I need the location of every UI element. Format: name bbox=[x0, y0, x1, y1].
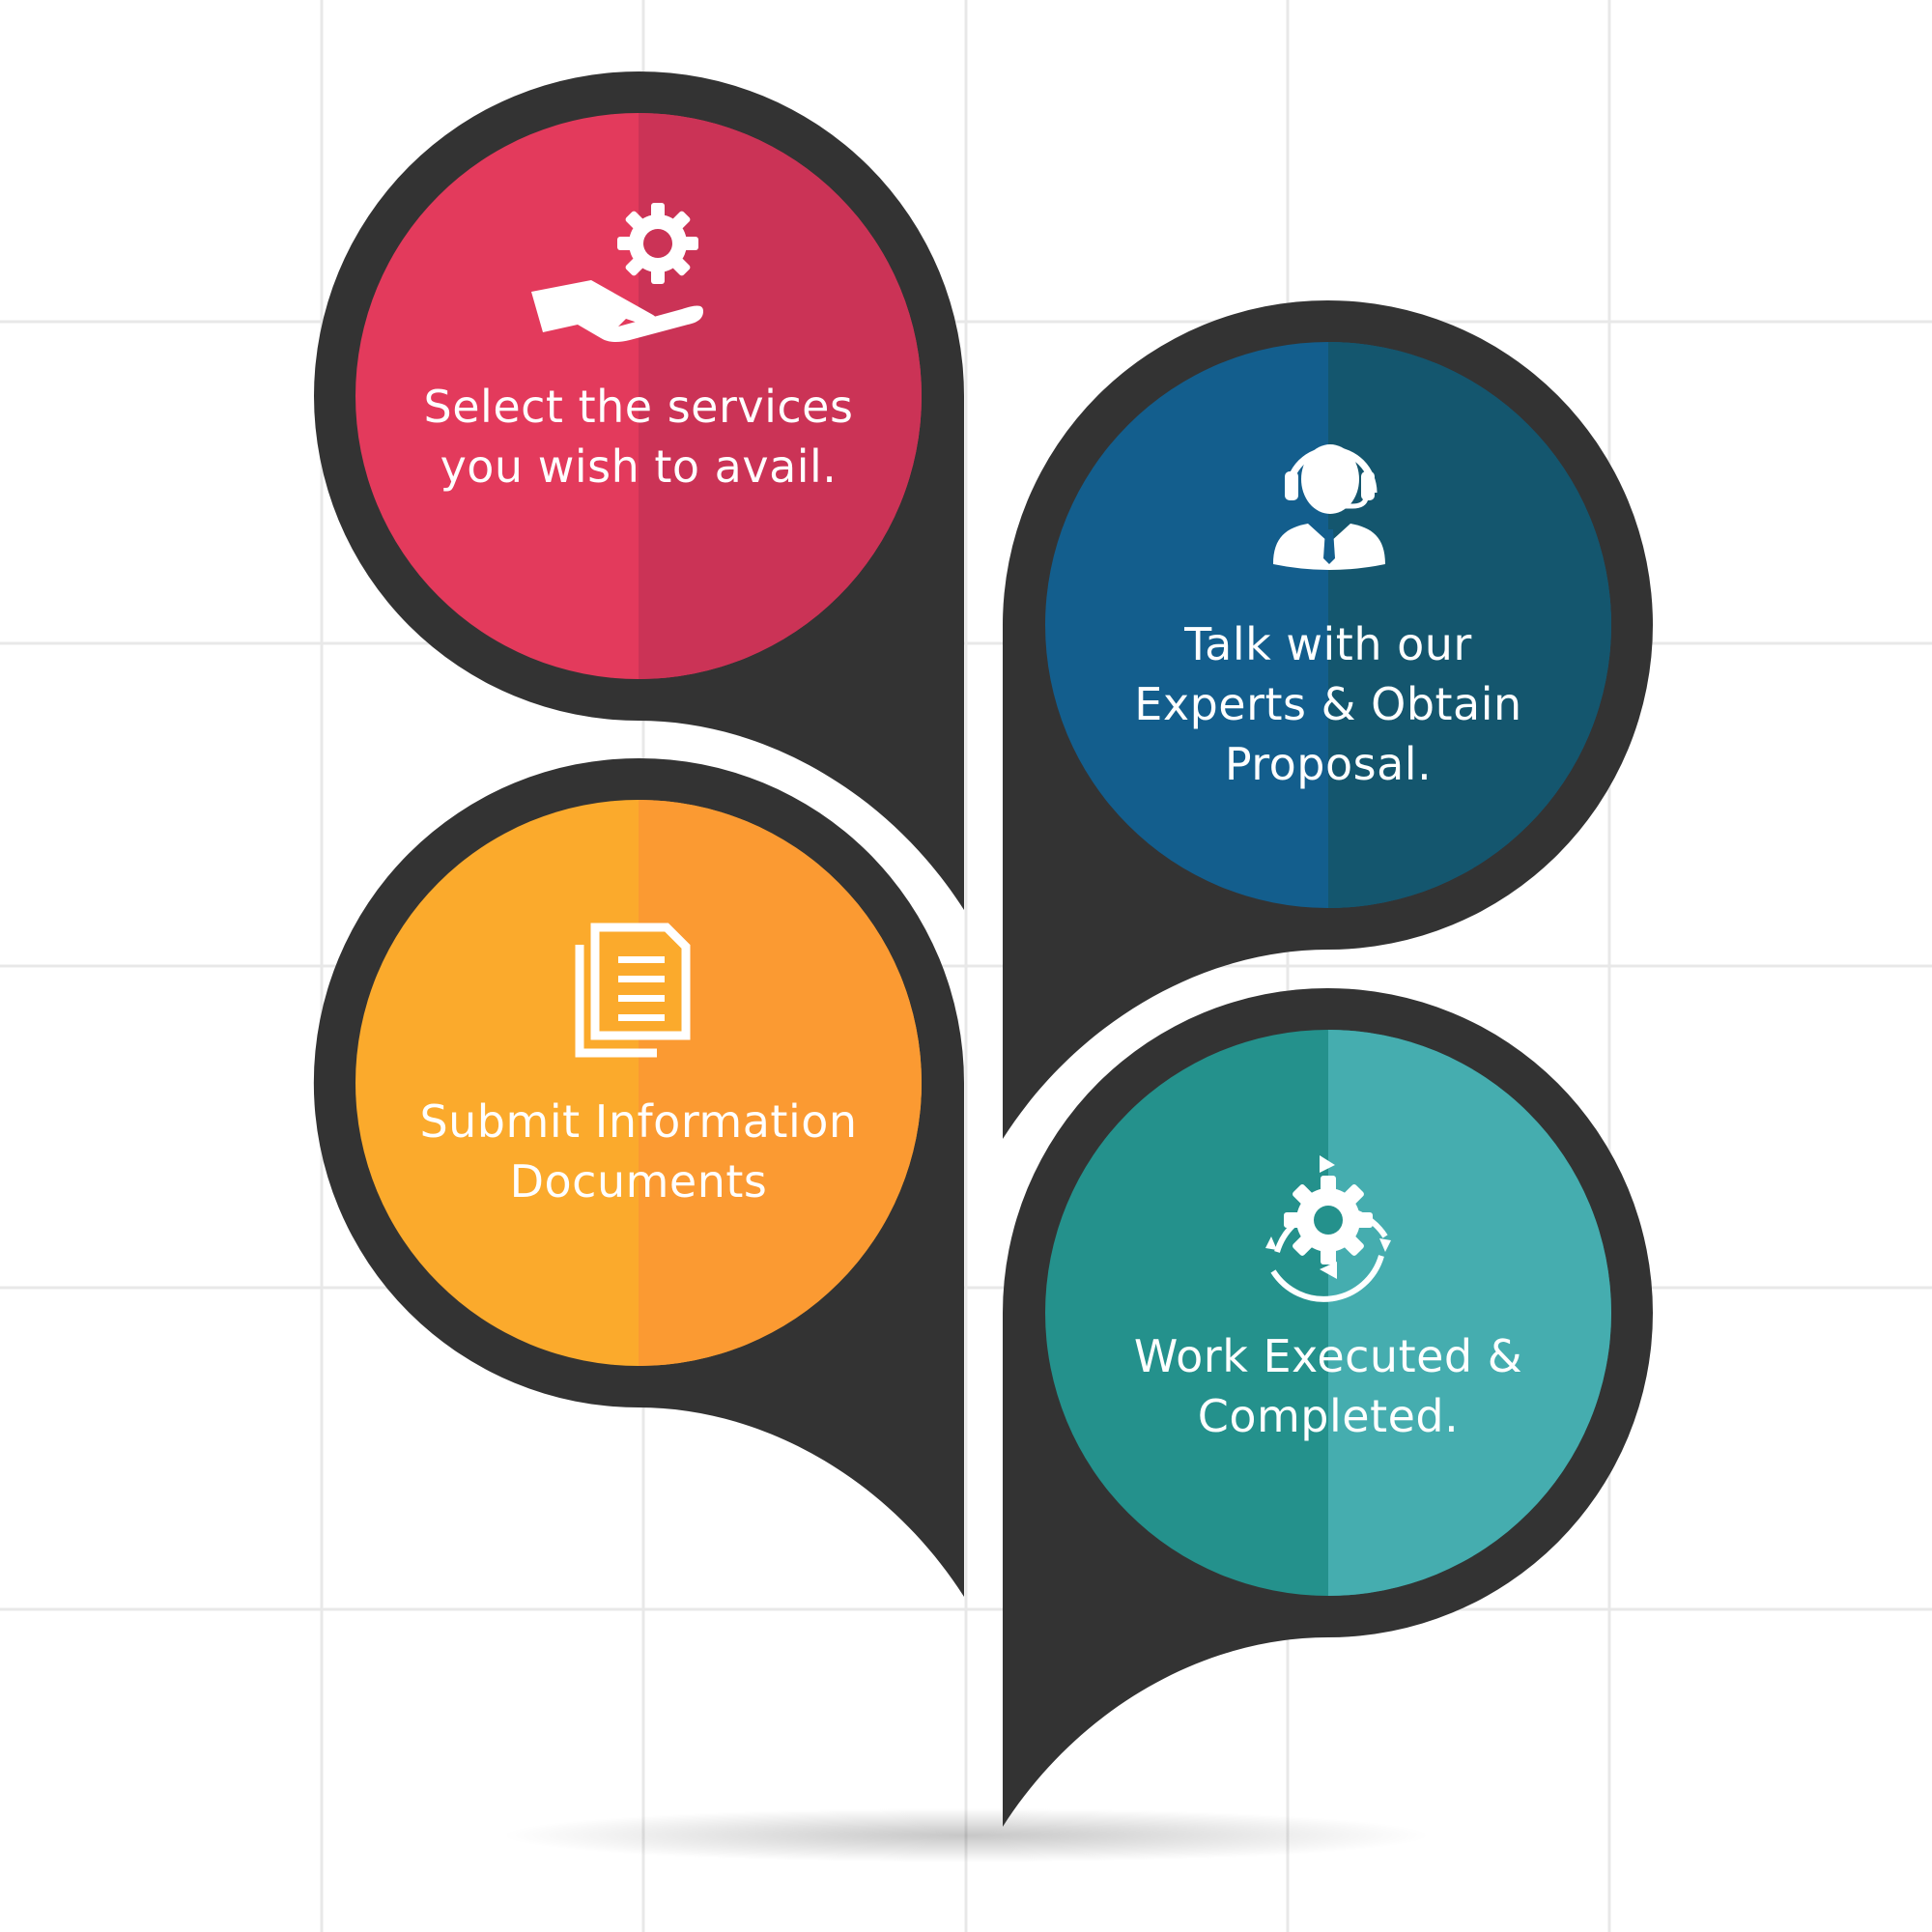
label-line: Experts & Obtain bbox=[1134, 678, 1522, 730]
ground-shadow bbox=[502, 1808, 1430, 1862]
hand-gear-icon bbox=[531, 203, 703, 343]
label-line: Submit Information bbox=[419, 1095, 858, 1148]
step-label-submit-documents: Submit Information Documents bbox=[407, 1092, 870, 1211]
label-line: Talk with our bbox=[1184, 618, 1472, 670]
support-agent-icon bbox=[1273, 444, 1385, 570]
documents-icon bbox=[575, 923, 691, 1058]
label-line: Work Executed & bbox=[1133, 1330, 1523, 1382]
disc-submit-documents bbox=[355, 800, 922, 1366]
step-label-talk-experts: Talk with our Experts & Obtain Proposal. bbox=[1096, 614, 1560, 794]
gear-cycle-icon bbox=[1265, 1155, 1391, 1302]
disc-talk-experts bbox=[1045, 342, 1611, 908]
disc-select-services bbox=[355, 113, 922, 679]
label-line: Select the services bbox=[423, 381, 854, 433]
label-line: Completed. bbox=[1197, 1390, 1460, 1442]
step-label-work-completed: Work Executed & Completed. bbox=[1096, 1326, 1560, 1446]
step-label-select-services: Select the services you wish to avail. bbox=[407, 377, 870, 497]
label-line: Proposal. bbox=[1224, 738, 1433, 790]
label-line: Documents bbox=[509, 1155, 768, 1208]
disc-work-completed bbox=[1045, 1030, 1611, 1596]
label-line: you wish to avail. bbox=[440, 440, 838, 493]
